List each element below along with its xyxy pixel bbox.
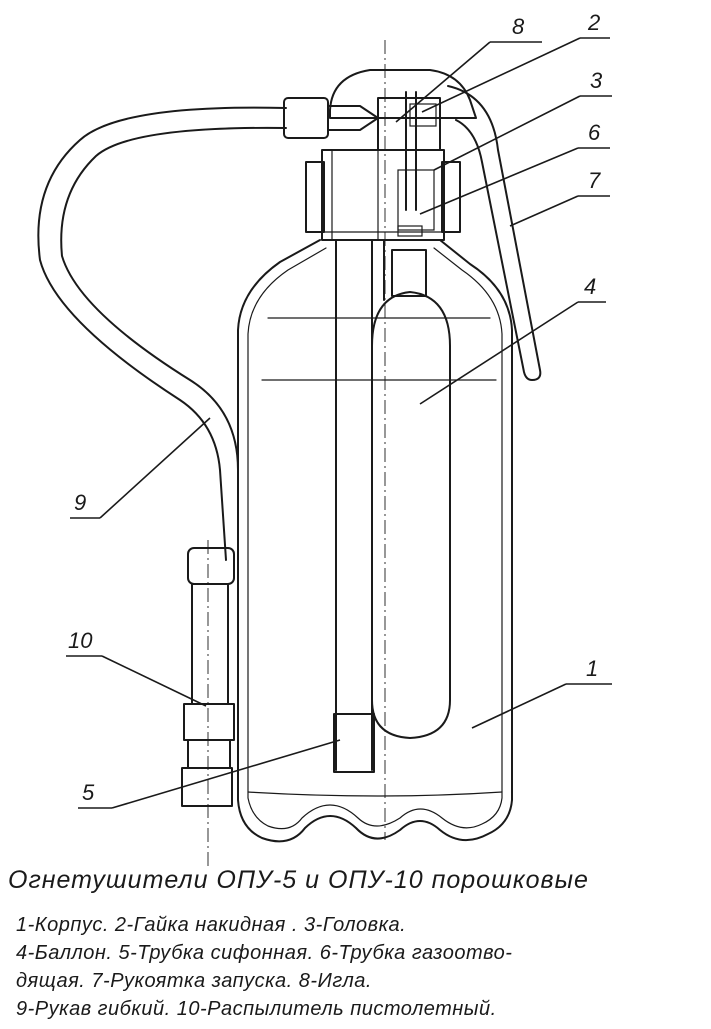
callout-9-label: 9 — [74, 490, 86, 515]
callout-10: 10 — [66, 628, 207, 707]
callout-5: 5 — [78, 739, 341, 809]
legend-line-3: дящая. 7-Рукоятка запуска. 8-Игла. — [16, 970, 372, 992]
callout-1: 1 — [471, 656, 612, 729]
legend-line-4: 9-Рукав гибкий. 10-Распылитель пистолетн… — [16, 998, 497, 1020]
siphon-tube — [333, 239, 375, 773]
callout-8: 8 — [395, 14, 542, 123]
callout-3-label: 3 — [590, 68, 603, 93]
callout-5-label: 5 — [82, 780, 95, 805]
callout-9: 9 — [70, 417, 211, 519]
callout-7: 7 — [509, 168, 610, 227]
callout-6: 6 — [419, 120, 610, 215]
diagram-title: Огнетушители ОПУ-5 и ОПУ-10 порошковые — [8, 866, 589, 894]
callout-2-label: 2 — [587, 10, 600, 35]
gas-outlet-tube — [383, 225, 423, 301]
callout-1-label: 1 — [586, 656, 598, 681]
callout-8-label: 8 — [512, 14, 525, 39]
pistol-nozzle — [181, 547, 235, 807]
legend-line-2: 4-Баллон. 5-Трубка сифонная. 6-Трубка га… — [16, 942, 513, 964]
callout-2: 2 — [421, 10, 610, 113]
gas-cartridge — [371, 249, 451, 739]
callout-7-label: 7 — [588, 168, 601, 193]
callout-4-label: 4 — [584, 274, 596, 299]
callout-10-label: 10 — [68, 628, 93, 653]
legend-line-1: 1-Корпус. 2-Гайка накидная . 3-Головка. — [16, 914, 407, 936]
callout-3: 3 — [433, 68, 612, 171]
launch-handle — [447, 85, 542, 381]
cap-nut — [329, 69, 477, 211]
callout-4: 4 — [419, 274, 606, 405]
flexible-hose — [37, 97, 379, 561]
callout-6-label: 6 — [588, 120, 601, 145]
head-assembly — [305, 149, 461, 241]
